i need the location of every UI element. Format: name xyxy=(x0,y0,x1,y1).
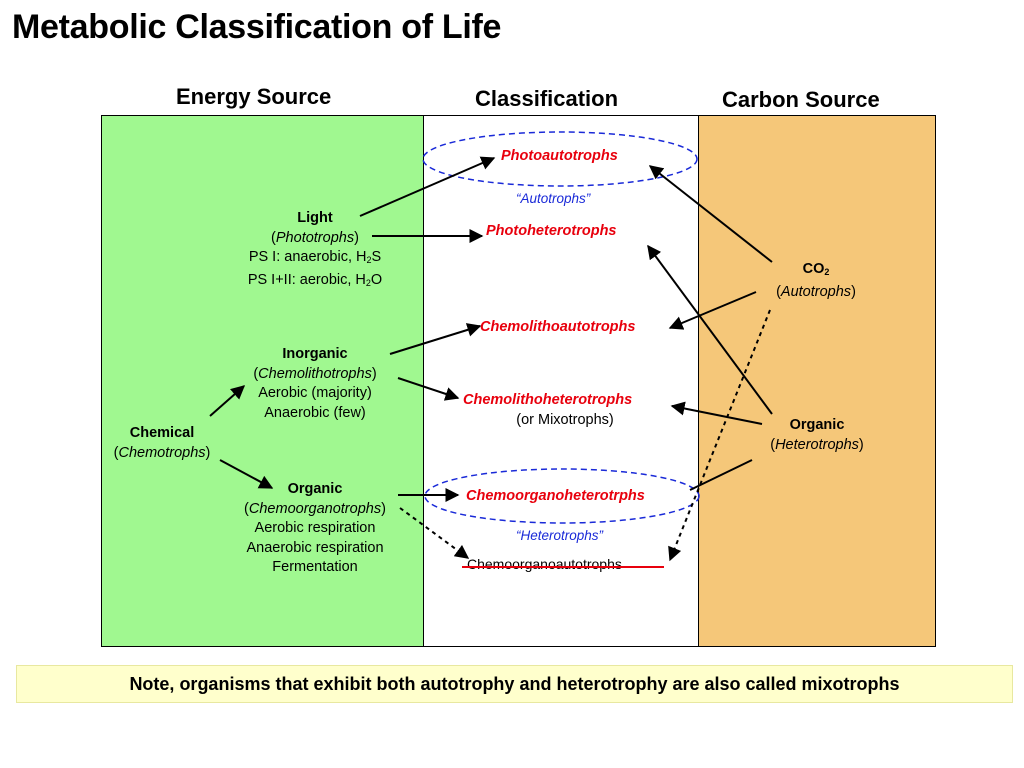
paren: ( xyxy=(770,436,776,453)
ps12-text: PS I+II: aerobic, H xyxy=(247,271,366,288)
strikethrough-line xyxy=(462,566,664,568)
organic-carbon-label: Organic xyxy=(789,417,845,433)
fermentation: Fermentation xyxy=(272,559,358,575)
inorganic-to-chemolithoheterotrophs-arrow xyxy=(397,377,460,401)
organic-carbon-to-chemoorganoheterotrophs-arrow xyxy=(689,459,753,491)
carbon-source-panel xyxy=(698,115,936,647)
energy-source-header: Energy Source xyxy=(176,84,332,109)
organic-energy-block: Organic (Chemoorganotrophs) Aerobic resp… xyxy=(215,480,415,578)
light-label: Light xyxy=(297,210,333,226)
chemolithotrophs-label: Chemolithotrophs xyxy=(258,365,372,382)
chemoorganoheterotrophs-label: Chemoorganoheterotrphs xyxy=(466,488,645,504)
aerobic-majority: Aerobic (majority) xyxy=(258,385,372,401)
co2-to-chemolithoautotrophs-arrow xyxy=(668,291,757,330)
organic-carbon-block: Organic (Heterotrophs) xyxy=(755,416,879,455)
autotrophs-carbon-label: Autotrophs xyxy=(780,283,852,300)
mixotrophs-note-banner: Note, organisms that exhibit both autotr… xyxy=(16,665,1013,703)
heterotrophs-ellipse xyxy=(424,468,700,524)
anaerobic-few: Anaerobic (few) xyxy=(264,404,366,421)
organic-energy-label: Organic xyxy=(287,481,343,497)
ps12-line: PS I+II: aerobic, H2O xyxy=(215,271,415,294)
subscript: 2 xyxy=(365,277,371,288)
co2-carbon-block: CO2 (Autotrophs) xyxy=(760,260,872,302)
ps1-text: PS I: anaerobic, H xyxy=(248,249,367,265)
light-energy-block: Light (Phototrophs) PS I: anaerobic, H2S… xyxy=(215,209,415,293)
paren: ) xyxy=(851,283,856,300)
organic-carbon-to-photoheterotrophs-arrow xyxy=(647,244,773,415)
phototrophs-label: Phototrophs xyxy=(275,229,355,246)
chemolithoautotrophs-label: Chemolithoautotrophs xyxy=(480,319,636,335)
chemoorganotrophs-label: Chemoorganotrophs xyxy=(248,500,382,517)
heterotrophs-group-label: “Heterotrophs” xyxy=(516,528,604,543)
carbon-source-header: Carbon Source xyxy=(722,87,880,112)
mixotrophs-note: (or Mixotrophs) xyxy=(516,412,614,428)
inorganic-energy-block: Inorganic (Chemolithotrophs) Aerobic (ma… xyxy=(225,345,405,423)
paren: ( xyxy=(776,283,781,300)
chemical-to-inorganic-arrow xyxy=(209,385,246,417)
chemolithoheterotrophs-label: Chemolithoheterotrophs xyxy=(463,392,633,408)
ps12-suffix: O xyxy=(370,271,383,288)
chemical-label: Chemical xyxy=(129,425,195,441)
energy-source-panel xyxy=(101,115,424,647)
autotrophs-group-label: “Autotrophs” xyxy=(516,191,591,206)
light-to-photoautotrophs-arrow xyxy=(359,156,496,217)
ps1-suffix: S xyxy=(371,249,382,265)
paren: ( xyxy=(113,444,119,461)
paren: ) xyxy=(381,500,386,517)
paren: ) xyxy=(354,229,359,246)
paren: ) xyxy=(205,444,211,461)
paren: ( xyxy=(244,500,249,517)
photoautotrophs-label: Photoautotrophs xyxy=(501,148,618,164)
paren: ( xyxy=(271,229,276,246)
inorganic-to-chemolithoautotrophs-arrow xyxy=(389,323,482,355)
paren: ( xyxy=(253,365,259,382)
chemical-energy-block: Chemical (Chemotrophs) xyxy=(100,424,224,463)
co2-to-photoautotrophs-arrow xyxy=(648,165,773,263)
organic-carbon-to-chemolithoheterotrophs-arrow xyxy=(670,401,763,425)
ps1-line: PS I: anaerobic, H2S xyxy=(215,248,415,271)
chemotrophs-label: Chemotrophs xyxy=(118,444,206,461)
paren: ) xyxy=(858,436,864,453)
subscript: 2 xyxy=(824,267,830,277)
heterotrophs-carbon-label: Heterotrophs xyxy=(775,436,859,453)
chemical-to-organic-arrow xyxy=(219,459,274,489)
aerobic-respiration: Aerobic respiration xyxy=(254,520,376,536)
co2-to-chemoorganoautotrophs-dashed-arrow xyxy=(668,309,771,562)
subscript: 2 xyxy=(366,255,372,265)
organic-to-chemoorganoautotrophs-dashed-arrow xyxy=(399,507,470,559)
inorganic-label: Inorganic xyxy=(282,346,348,362)
paren: ) xyxy=(371,365,377,382)
photoheterotrophs-label: Photoheterotrophs xyxy=(486,223,617,239)
classification-header: Classification xyxy=(475,86,619,111)
page-title: Metabolic Classification of Life xyxy=(12,8,502,46)
chemoorganoautotrophs-label: Chemoorganoautotrophs xyxy=(467,556,622,572)
autotrophs-ellipse xyxy=(422,131,698,187)
co2-label: CO xyxy=(802,261,825,277)
anaerobic-respiration: Anaerobic respiration xyxy=(246,539,384,556)
